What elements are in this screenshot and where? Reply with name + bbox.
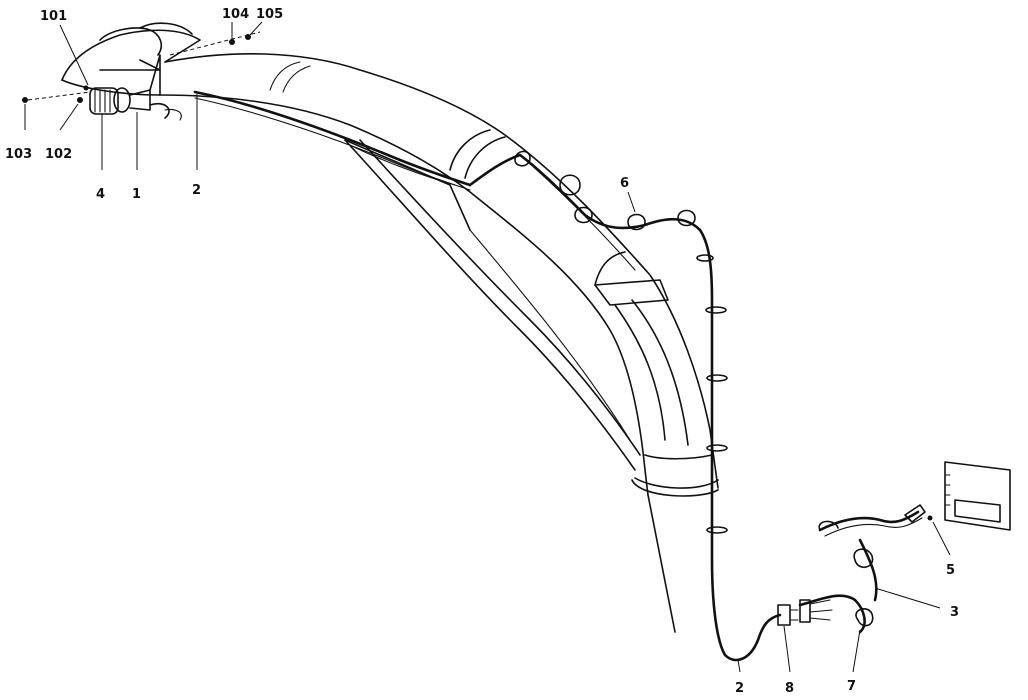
callout-102: 102 — [45, 147, 72, 162]
work-lamp-assembly — [89, 54, 182, 121]
callout-1: 1 — [132, 187, 141, 202]
wiring-harness — [193, 90, 926, 662]
callout-104: 104 — [222, 7, 249, 22]
callout-3: 3 — [950, 605, 959, 620]
callout-2-top: 2 — [192, 183, 201, 198]
callout-103: 103 — [5, 147, 32, 162]
fastener-104-dot — [229, 39, 235, 45]
callout-2-bottom: 2 — [735, 681, 744, 696]
fastener-101-dot — [83, 85, 89, 91]
callout-105: 105 — [256, 7, 283, 22]
fastener-102-dot — [77, 97, 83, 103]
callout-4: 4 — [96, 187, 105, 202]
fastener-5-dot — [927, 515, 933, 521]
hardware-fasteners — [22, 31, 933, 521]
boom-arm — [61, 22, 719, 633]
callout-labels: 101 104 105 103 102 4 1 2 6 5 3 7 8 2 — [5, 7, 959, 696]
fastener-103-dot — [22, 97, 28, 103]
control-box — [944, 461, 1011, 531]
leader-lines — [24, 21, 951, 673]
callout-101: 101 — [40, 9, 67, 24]
callout-6: 6 — [620, 176, 629, 191]
callout-5: 5 — [946, 563, 955, 578]
callout-7: 7 — [847, 679, 856, 694]
callout-8: 8 — [785, 681, 794, 696]
